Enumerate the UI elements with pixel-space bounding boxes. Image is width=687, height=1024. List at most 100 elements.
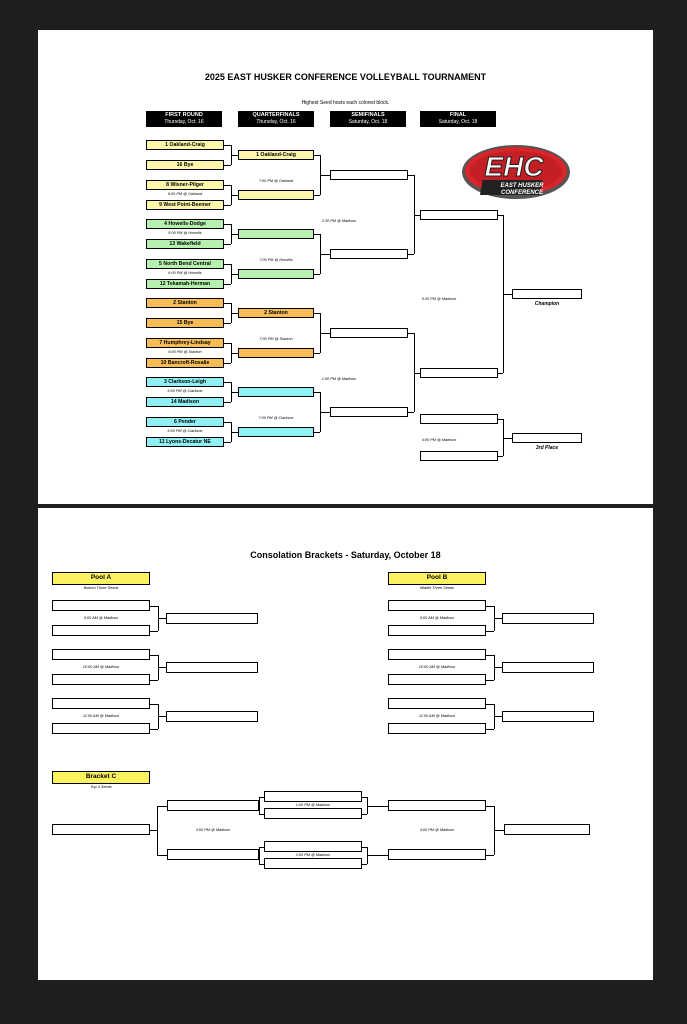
pool_a-slot[interactable]	[52, 600, 150, 611]
bracket-c-center-slot[interactable]	[264, 791, 362, 802]
connector-line	[157, 854, 167, 856]
third-place-semi-slot[interactable]	[420, 414, 498, 424]
pool_b-slot[interactable]	[388, 625, 486, 636]
quarterfinal-slot[interactable]: 2 Stanton	[238, 308, 314, 318]
tournament-subtitle: Highest Seed hosts each colored block.	[301, 100, 390, 106]
first-round-note: 6:00 PM @ Clarkson	[167, 429, 203, 433]
first-round-slot[interactable]: 14 Madison	[146, 397, 224, 407]
semifinal-slot[interactable]	[330, 170, 408, 180]
pool_a-winner-slot[interactable]	[166, 661, 258, 673]
ehc-logo: EHC EAST HUSKER CONFERENCE	[462, 145, 570, 199]
pool_a-slot[interactable]	[52, 723, 150, 734]
quarterfinal-note: 7:00 PM @ Howells	[259, 258, 293, 262]
quarterfinal-slot[interactable]	[238, 229, 314, 239]
first-round-slot[interactable]: 2 Stanton	[146, 298, 224, 308]
connector-line	[150, 728, 158, 730]
first-round-slot[interactable]: 1 Oakland-Craig	[146, 140, 224, 150]
connector-line	[150, 605, 158, 607]
connector-line	[224, 205, 231, 206]
connector-line	[259, 846, 260, 864]
semifinal-slot[interactable]	[330, 407, 408, 417]
bracket-c-right-winner-slot[interactable]	[504, 824, 590, 835]
bracket-c-left-slot[interactable]	[167, 849, 259, 860]
first-round-slot[interactable]: 6 Pender	[146, 417, 224, 427]
quarterfinal-slot[interactable]	[238, 190, 314, 200]
connector-line	[314, 353, 320, 354]
connector-line	[259, 796, 264, 798]
connector-line	[150, 703, 158, 705]
connector-line	[486, 728, 494, 730]
svg-text:EHC: EHC	[484, 151, 544, 182]
first-round-slot[interactable]: 8 Wisner-Pilger	[146, 180, 224, 190]
final-slot[interactable]	[420, 209, 498, 220]
connector-line	[158, 618, 166, 619]
first-round-note: 6:00 PM @ Howells	[168, 271, 202, 275]
connector-line	[362, 846, 367, 848]
first-round-slot[interactable]: 11 Lyons-Decatur NE	[146, 437, 224, 447]
third-place-semi-slot[interactable]	[420, 451, 498, 461]
first-round-slot[interactable]: 5 North Bend Central	[146, 259, 224, 269]
pool_a-slot[interactable]	[52, 674, 150, 685]
connector-line	[231, 313, 238, 314]
pool_b-winner-slot[interactable]	[502, 710, 594, 722]
pool_b-match-note: 10:00 AM @ Madison	[418, 665, 456, 669]
connector-line	[486, 654, 494, 656]
first-round-slot[interactable]: 4 Howells-Dodge	[146, 219, 224, 229]
pool_b-winner-slot[interactable]	[502, 661, 594, 673]
first-round-slot[interactable]: 13 Wakefield	[146, 239, 224, 249]
first-round-slot[interactable]: 7 Humphrey-Lindsay	[146, 338, 224, 348]
connector-line	[259, 846, 264, 848]
connector-line	[259, 796, 260, 814]
connector-line	[314, 195, 320, 196]
connector-line	[150, 679, 158, 681]
bracket-c-match-note: 2:00 PM @ Madison	[295, 853, 331, 857]
bracket-c-center-slot[interactable]	[264, 858, 362, 869]
bracket-c-right-slot[interactable]	[388, 849, 486, 860]
bracket-c-center-slot[interactable]	[264, 808, 362, 819]
bracket-c-left-slot[interactable]	[167, 800, 259, 811]
pool_a-slot[interactable]	[52, 698, 150, 709]
pool_a-slot[interactable]	[52, 649, 150, 660]
connector-line	[231, 274, 238, 275]
first-round-slot[interactable]: 10 Bancroft-Rosalie	[146, 358, 224, 368]
connector-line	[224, 422, 231, 423]
pool_b-slot[interactable]	[388, 649, 486, 660]
connector-line	[224, 165, 231, 166]
pool_b-slot[interactable]	[388, 674, 486, 685]
bracket-c-left-winner-slot[interactable]	[52, 824, 150, 835]
semifinal-slot[interactable]	[330, 328, 408, 338]
first-round-slot[interactable]: 16 Bye	[146, 160, 224, 170]
semifinal-slot[interactable]	[330, 249, 408, 259]
quarterfinal-slot[interactable]	[238, 348, 314, 358]
pool_a-winner-slot[interactable]	[166, 612, 258, 624]
first-round-slot[interactable]: 3 Clarkson-Leigh	[146, 377, 224, 387]
quarterfinal-slot[interactable]: 1 Oakland-Craig	[238, 150, 314, 160]
final-note: 5:30 PM @ Madison	[421, 296, 457, 301]
connector-line	[408, 175, 414, 176]
quarterfinal-slot[interactable]	[238, 269, 314, 279]
pool_b-slot[interactable]	[388, 723, 486, 734]
connector-line	[231, 234, 238, 235]
first-round-slot[interactable]: 15 Bye	[146, 318, 224, 328]
first-round-slot[interactable]: 9 West Point-Beemer	[146, 200, 224, 210]
third-place-slot[interactable]	[512, 432, 582, 443]
pool_b-slot[interactable]	[388, 698, 486, 709]
first-round-note: 6:00 PM @ Stanton	[168, 350, 202, 354]
bracket-c-center-slot[interactable]	[264, 841, 362, 852]
champion-slot[interactable]	[512, 288, 582, 299]
quarterfinal-slot[interactable]	[238, 427, 314, 437]
connector-line	[362, 796, 367, 798]
champion-label: Champion	[534, 300, 560, 307]
connector-line	[224, 264, 231, 265]
first-round-slot[interactable]: 12 Tekamah-Herman	[146, 279, 224, 289]
pool_b-slot[interactable]	[388, 600, 486, 611]
pool_a-winner-slot[interactable]	[166, 710, 258, 722]
quarterfinal-slot[interactable]	[238, 387, 314, 397]
tournament-title: 2025 EAST HUSKER CONFERENCE VOLLEYBALL T…	[204, 72, 487, 82]
final-slot[interactable]	[420, 367, 498, 378]
connector-line	[498, 372, 503, 374]
connector-line	[486, 805, 494, 807]
pool_b-winner-slot[interactable]	[502, 612, 594, 624]
bracket-c-right-slot[interactable]	[388, 800, 486, 811]
pool_a-slot[interactable]	[52, 625, 150, 636]
